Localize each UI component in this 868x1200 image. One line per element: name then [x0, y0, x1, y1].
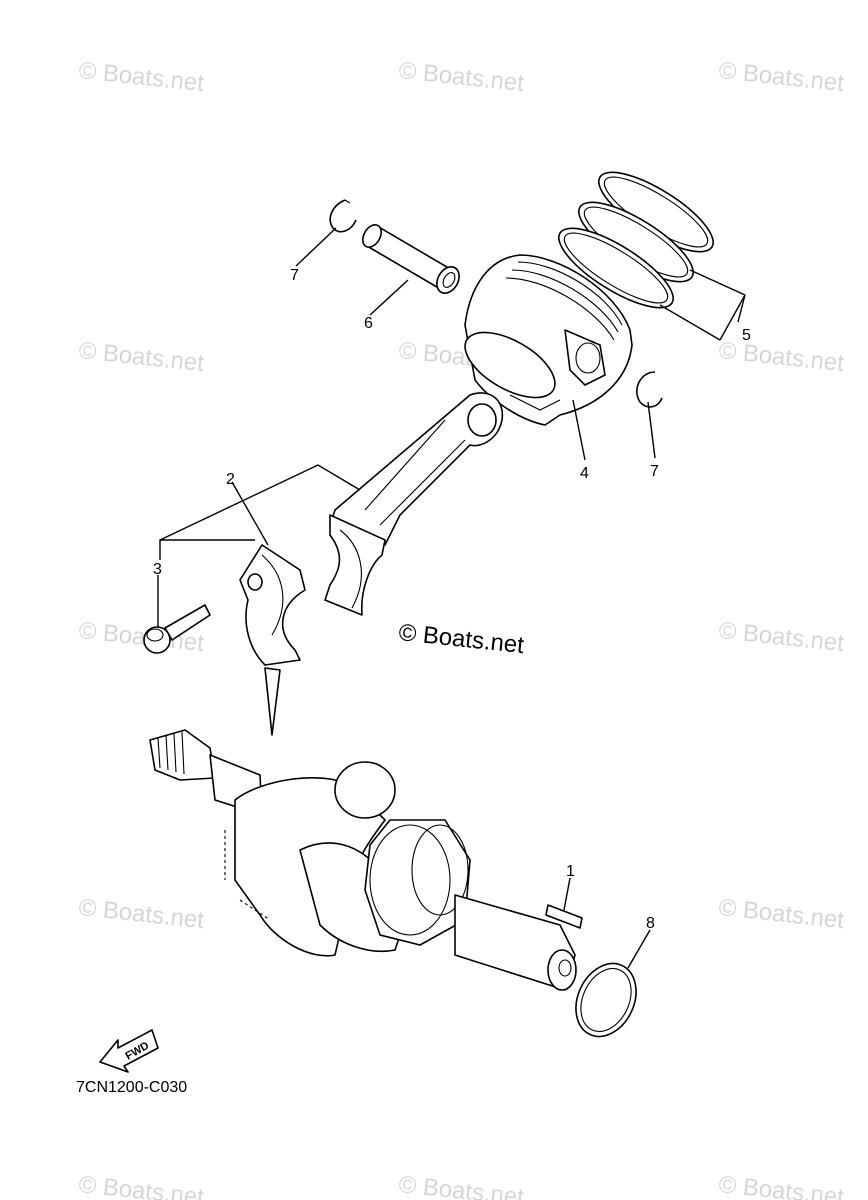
crankshaft[interactable] [149, 729, 577, 991]
watermark: © Boats.net [397, 57, 525, 97]
watermark: © Boats.net [717, 617, 845, 657]
o-ring[interactable] [565, 954, 648, 1047]
watermark: © Boats.net [717, 57, 845, 97]
copyright-label: © Boats.net [397, 619, 525, 659]
watermark: © Boats.net [77, 894, 205, 934]
fwd-arrow-icon: FWD [99, 1029, 159, 1073]
piston-ring-set[interactable] [548, 158, 723, 321]
callout-2: 2 [226, 471, 235, 488]
circlip-right[interactable] [636, 371, 663, 408]
connecting-rod[interactable] [239, 392, 504, 736]
callouts: 7 6 5 4 7 2 3 1 8 [153, 267, 751, 932]
watermark: © Boats.net [717, 894, 845, 934]
diagram-code: 7CN1200-C030 [76, 1079, 187, 1096]
circlip-upper[interactable] [329, 199, 357, 233]
callout-7: 7 [650, 463, 659, 480]
callout-3: 3 [153, 561, 162, 578]
watermark: © Boats.net [77, 337, 205, 377]
watermark: © Boats.net [717, 337, 845, 377]
callout-4: 4 [580, 465, 589, 482]
callout-5: 5 [742, 327, 751, 344]
callout-6: 6 [364, 315, 373, 332]
watermark: © Boats.net [77, 1171, 205, 1200]
leader-lines [157, 227, 746, 969]
piston-pin[interactable] [359, 222, 464, 298]
watermark: © Boats.net [77, 57, 205, 97]
callout-1: 1 [566, 863, 575, 880]
bolt[interactable] [143, 604, 211, 654]
callout-7: 7 [290, 267, 299, 284]
watermark: © Boats.net [717, 1171, 845, 1200]
watermark: © Boats.net [397, 1171, 525, 1200]
woodruff-key[interactable] [545, 904, 583, 929]
callout-8: 8 [646, 915, 655, 932]
piston[interactable] [455, 254, 633, 426]
